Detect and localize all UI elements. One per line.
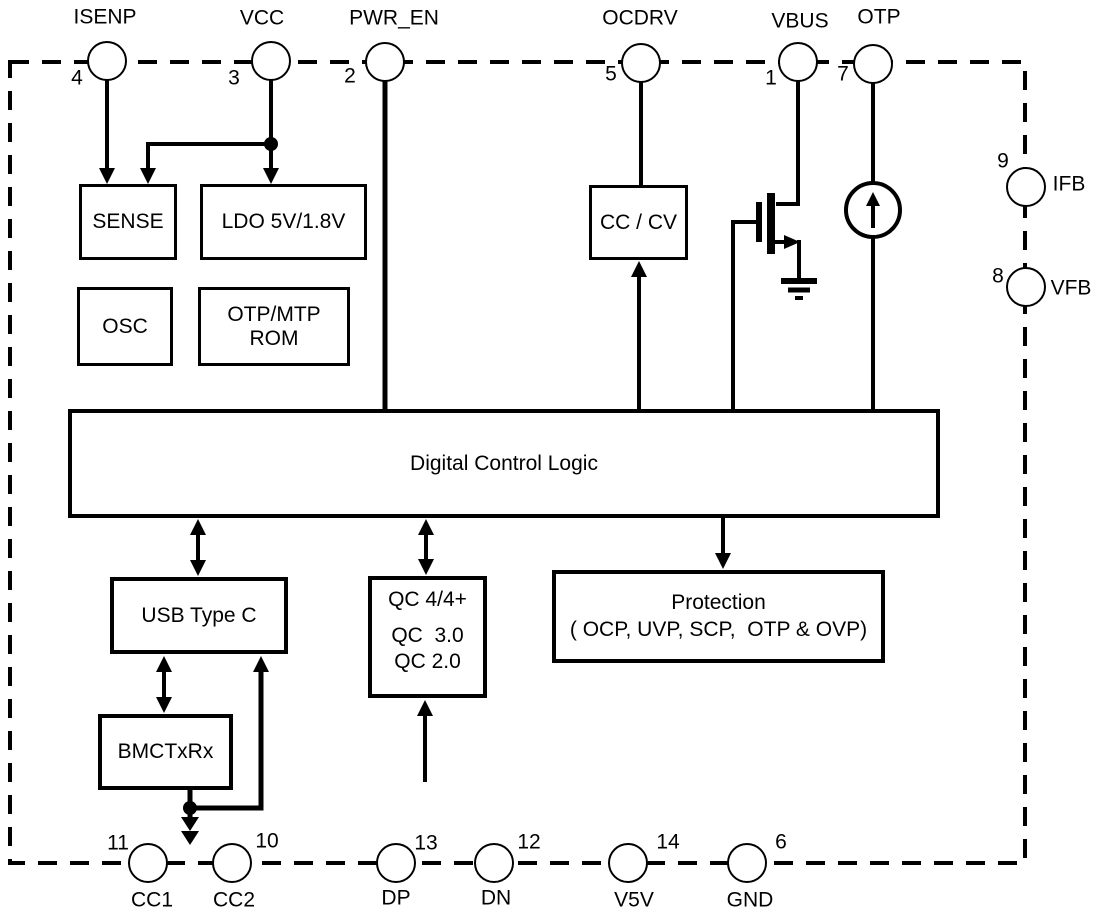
wire-bmc-usb-return <box>187 670 264 811</box>
pin-number-dp: 13 <box>414 831 438 855</box>
pin-number-cc1: 11 <box>107 831 129 855</box>
arrow-up-return-usb <box>253 656 269 672</box>
pin-label-pwren: PWR_EN <box>349 6 439 30</box>
block-qc: QC 4/4+ QC 3.0 QC 2.0 <box>368 576 487 698</box>
arrow-down-bmc <box>156 697 172 713</box>
block-osc: OSC <box>77 287 173 366</box>
block-dcl-label: Digital Control Logic <box>410 451 598 475</box>
pin-number-vbus: 1 <box>765 66 777 90</box>
arrow-fet-source <box>784 235 800 249</box>
block-protection-title: Protection <box>671 591 766 614</box>
current-source-arrow-head <box>866 192 880 206</box>
arrow-up-qc-feed <box>417 700 433 716</box>
block-qc-line2: QC 3.0 <box>391 624 464 647</box>
wire-vbus-fet <box>776 81 800 206</box>
pin-number-ocdrv: 5 <box>605 62 617 86</box>
signal-wires <box>105 80 875 818</box>
pin-number-gnd: 6 <box>775 830 787 854</box>
pin-circle-dp <box>376 843 416 883</box>
block-usb-type-c: USB Type C <box>110 577 288 654</box>
block-qc-line1: QC 4/4+ <box>388 588 467 611</box>
wire-vcc-sense-branch <box>146 142 271 168</box>
pin-number-pwren: 2 <box>344 64 356 88</box>
nmos-transistor-icon <box>756 193 775 254</box>
pin-label-vfb: VFB <box>1050 276 1092 300</box>
pin-number-cc2: 10 <box>255 829 279 853</box>
pin-circle-v5v <box>608 843 648 883</box>
pin-number-dn: 12 <box>517 830 541 854</box>
arrow-down-cc-1 <box>181 817 199 831</box>
pin-circle-ocdrv <box>621 43 661 83</box>
block-sense-label: SENSE <box>92 210 164 233</box>
pin-label-otp: OTP <box>857 5 901 29</box>
arrow-down-sense-right <box>140 168 156 184</box>
block-otp-mtp-rom: OTP/MTP ROM <box>198 287 350 366</box>
block-bmc-tx-rx: BMCTxRx <box>98 714 233 790</box>
pin-label-dp: DP <box>381 886 411 910</box>
ground-icon <box>781 278 817 300</box>
pin-label-isenp: ISENP <box>73 5 137 29</box>
block-ldo: LDO 5V/1.8V <box>200 184 367 260</box>
pin-number-ifb: 9 <box>997 149 1009 173</box>
arrow-up-cccv <box>631 261 647 277</box>
block-cc-cv: CC / CV <box>589 185 688 260</box>
pin-label-dn: DN <box>480 886 512 910</box>
block-digital-control-logic: Digital Control Logic <box>68 409 940 518</box>
pin-number-isenp: 4 <box>71 66 83 90</box>
pin-label-v5v: V5V <box>614 888 654 912</box>
block-otp-mtp-rom-line2: ROM <box>249 326 299 350</box>
pin-number-v5v: 14 <box>656 830 680 854</box>
arrow-up-usb-bmc <box>156 656 172 672</box>
junction-dot-vcc <box>264 137 278 151</box>
chip-boundary <box>8 60 1027 865</box>
block-osc-label: OSC <box>102 314 148 338</box>
pin-label-ocdrv: OCDRV <box>602 6 678 30</box>
pin-circle-isenp <box>87 41 127 81</box>
pin-circle-vbus <box>778 42 818 82</box>
pin-label-gnd: GND <box>726 888 774 912</box>
wire-fet-gate-dcl <box>731 220 757 409</box>
block-qc-line3: QC 2.0 <box>394 650 461 673</box>
arrow-down-sense-left <box>99 168 115 184</box>
block-cc-cv-label: CC / CV <box>599 210 677 234</box>
pin-label-vbus: VBUS <box>771 9 829 33</box>
junction-dot-bmc <box>183 801 197 815</box>
block-protection: Protection ( OCP, UVP, SCP, OTP & OVP) <box>552 570 885 663</box>
pin-circle-ifb <box>1006 167 1046 207</box>
arrow-up-dcl-qc <box>418 519 434 535</box>
pin-number-otp: 7 <box>837 62 849 86</box>
pin-label-vcc: VCC <box>239 6 285 30</box>
pin-label-cc1: CC1 <box>130 888 174 912</box>
pin-label-ifb: IFB <box>1052 172 1086 196</box>
current-source-icon <box>844 181 902 239</box>
block-ldo-label: LDO 5V/1.8V <box>221 210 346 233</box>
pin-circles <box>87 41 1046 883</box>
pin-circle-cc2 <box>212 843 252 883</box>
block-bmc-label: BMCTxRx <box>117 740 214 763</box>
pin-circle-gnd <box>727 843 767 883</box>
block-usb-label: USB Type C <box>141 603 257 627</box>
pin-circle-vfb <box>1006 267 1046 307</box>
arrow-up-dcl-usb <box>190 519 206 535</box>
pin-label-cc2: CC2 <box>212 888 256 912</box>
arrow-down-ldo <box>263 168 279 184</box>
arrow-down-cc-2 <box>181 831 199 845</box>
pin-number-vcc: 3 <box>228 66 240 90</box>
pin-number-vfb: 8 <box>992 264 1004 288</box>
pin-circle-vcc <box>251 41 291 81</box>
arrow-down-usb <box>190 560 206 576</box>
block-protection-detail: ( OCP, UVP, SCP, OTP & OVP) <box>569 618 868 641</box>
pin-circle-otp <box>853 44 893 84</box>
pin-circle-cc1 <box>128 843 168 883</box>
arrow-down-protection <box>715 553 731 569</box>
arrow-down-qc <box>418 559 434 575</box>
pin-circle-pwren <box>365 42 405 82</box>
block-otp-mtp-rom-line1: OTP/MTP <box>227 302 321 326</box>
pin-circle-dn <box>474 843 514 883</box>
block-sense: SENSE <box>79 184 177 260</box>
arrowheads <box>99 168 800 845</box>
